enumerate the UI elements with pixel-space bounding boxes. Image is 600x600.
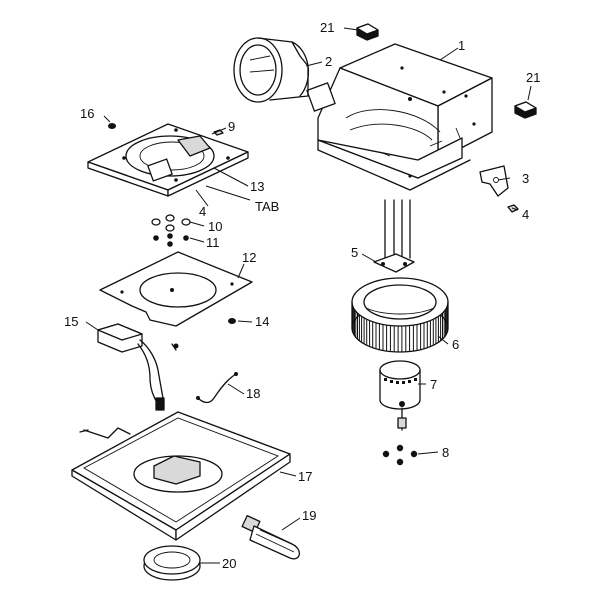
- screw-part-14: [228, 318, 236, 324]
- gasket-plate-part-12: [99, 251, 253, 327]
- mounting-plate-part-9: [87, 123, 249, 197]
- label-part-18: 18: [246, 386, 260, 401]
- grille-part-17: [71, 411, 291, 541]
- connector-clip-part-21-top: [356, 23, 379, 41]
- label-part-7: 7: [430, 377, 437, 392]
- screw-part-16: [108, 123, 116, 129]
- screw-near-plate: [213, 129, 224, 136]
- label-part-12: 12: [242, 250, 256, 265]
- duct-connector-part-2: [233, 37, 310, 103]
- label-part-13: 13: [250, 179, 264, 194]
- label-part-16: 16: [80, 106, 94, 121]
- label-part-20: 20: [222, 556, 236, 571]
- nuts-part-11: [153, 233, 189, 247]
- wire-part-18: [196, 372, 238, 404]
- label-part-1: 1: [458, 38, 465, 53]
- label-part-21-right: 21: [526, 70, 540, 85]
- label-part-11: 11: [206, 235, 220, 250]
- label-part-14: 14: [255, 314, 269, 329]
- label-part-3: 3: [522, 171, 529, 186]
- part-labels: 21 1 2 21 3 4 5 6 7 8 16 9 13 4 TAB 10 1…: [64, 20, 540, 571]
- connector-clip-part-21-right: [514, 101, 537, 119]
- label-part-19: 19: [302, 508, 316, 523]
- motor-shaft: [384, 199, 411, 259]
- lamp-part-19: [241, 514, 300, 560]
- label-part-9: 9: [228, 119, 235, 134]
- motor-part-7: [379, 360, 421, 431]
- label-tab: TAB: [255, 199, 279, 214]
- label-part-6: 6: [452, 337, 459, 352]
- lens-part-20: [143, 545, 201, 581]
- housing-part-1: [306, 43, 493, 191]
- label-part-4-left: 4: [199, 204, 206, 219]
- bracket-part-3: [479, 165, 509, 197]
- label-part-15: 15: [64, 314, 78, 329]
- label-part-4-right: 4: [522, 207, 529, 222]
- motor-mount-part-5: [373, 253, 415, 273]
- label-part-21-top: 21: [320, 20, 334, 35]
- label-part-5: 5: [351, 245, 358, 260]
- label-part-2: 2: [325, 54, 332, 69]
- washers-part-10: [151, 214, 191, 232]
- ballast-part-15: [97, 323, 179, 411]
- label-part-17: 17: [298, 469, 312, 484]
- label-part-8: 8: [442, 445, 449, 460]
- grommets-part-8: [382, 444, 418, 466]
- label-part-10: 10: [208, 219, 222, 234]
- leader-lines: [85, 27, 532, 564]
- blower-wheel-part-6: [351, 277, 449, 353]
